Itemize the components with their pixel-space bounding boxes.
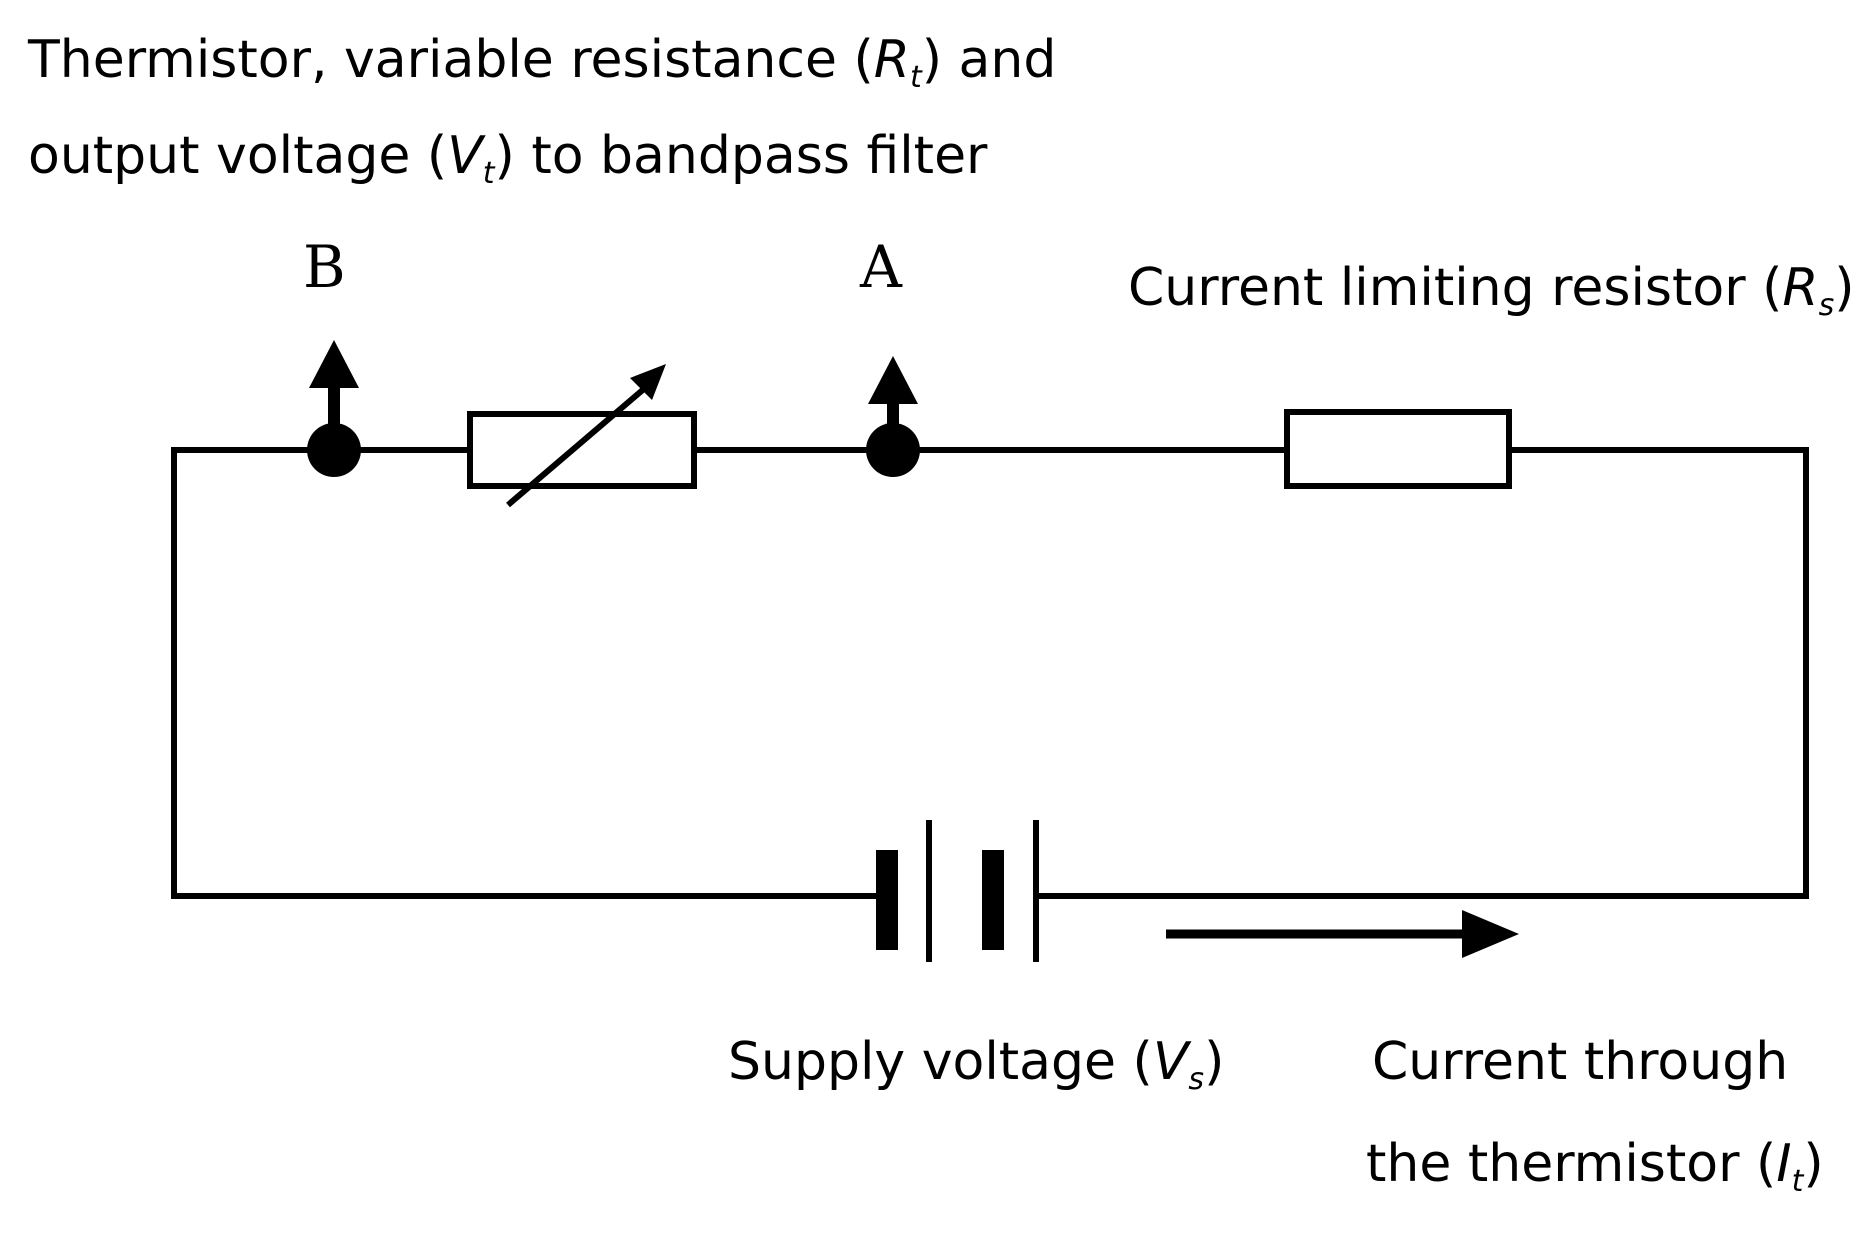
supply-label-suffix: ) [1204,1032,1225,1092]
diagram-title-line-2: output voltage (Vt) to bandpass filter [28,130,987,189]
battery-cell-1-short-plate [876,850,898,950]
current-direction-arrow [1166,910,1519,958]
diagram-title-line-1: Thermistor, variable resistance (Rt) and [28,34,1056,93]
resistor-label-subscript: s [1818,288,1835,323]
thermistor-body [467,411,697,489]
supply-label-symbol: V [1152,1032,1189,1092]
node-b-label: B [303,233,346,301]
thermistor-slash [506,379,654,508]
node-a-label: A [860,233,902,301]
supply-label-prefix: Supply voltage ( [728,1032,1153,1092]
terminal-a-arrow [868,356,918,404]
current-label-line-2: the thermistor (It) [1366,1138,1824,1197]
current-label-symbol: I [1776,1134,1792,1194]
current-limiting-resistor-label: Current limiting resistor (Rs) [1128,262,1855,321]
resistor-label-suffix: ) [1834,258,1855,318]
current-limiting-resistor [1284,409,1512,489]
current-label-line-2-suffix: ) [1803,1134,1824,1194]
resistor-label-prefix: Current limiting resistor ( [1128,258,1783,318]
title-line-2-subscript: t [482,156,495,191]
current-label-line-2-prefix: the thermistor ( [1366,1134,1777,1194]
current-arrow-head [1462,910,1519,958]
supply-voltage-label: Supply voltage (Vs) [728,1036,1224,1095]
battery-cell-2-short-plate [982,850,1004,950]
battery [876,820,1039,962]
current-label-line-1: Current through [1372,1032,1789,1092]
thermistor-arrowhead [630,364,666,400]
title-line-1-prefix: Thermistor, variable resistance ( [28,30,874,90]
title-line-2-prefix: output voltage ( [28,126,448,186]
title-line-1-subscript: t [909,60,922,95]
title-line-1-suffix: ) and [921,30,1057,90]
title-line-2-suffix: ) to bandpass filter [494,126,988,186]
supply-label-subscript: s [1188,1062,1205,1097]
title-line-2-symbol: V [447,126,483,186]
resistor-label-symbol: R [1782,258,1819,318]
terminal-a [866,356,920,477]
current-label-subscript: t [1791,1164,1804,1199]
terminal-b-arrow [309,340,359,388]
terminal-b [307,340,361,477]
title-line-1-symbol: R [873,30,910,90]
